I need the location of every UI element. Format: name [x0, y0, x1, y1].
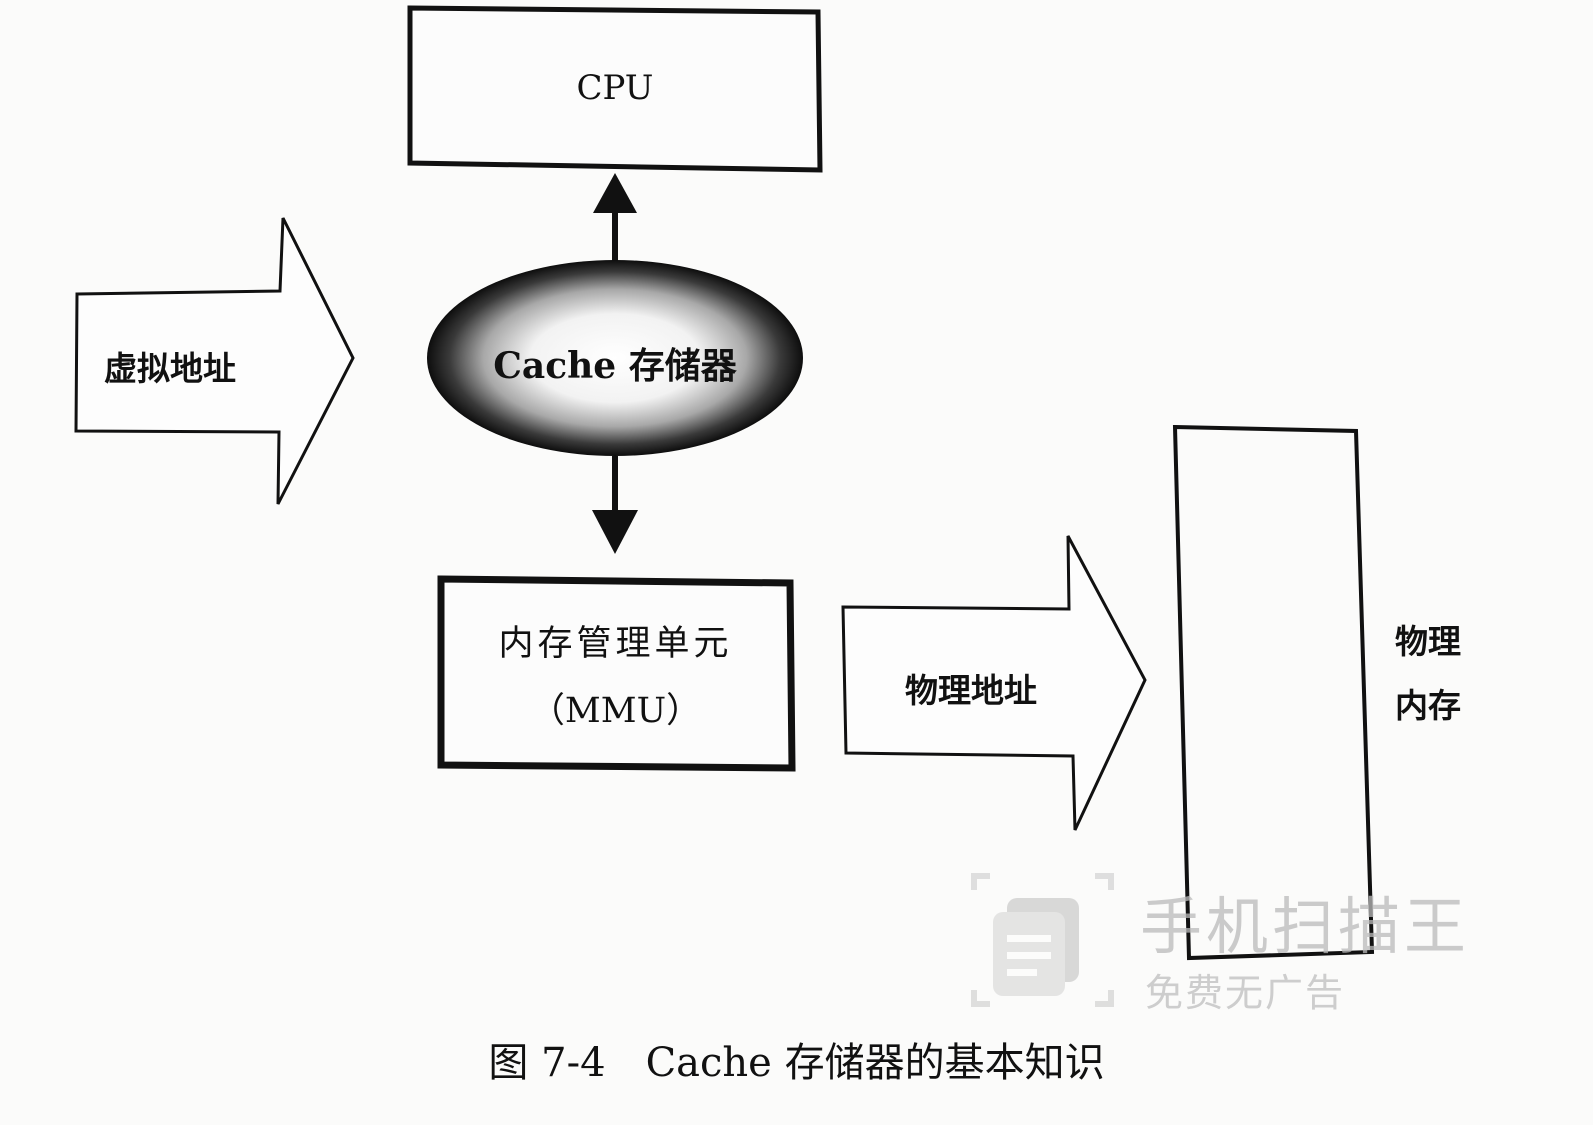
physical-memory-label-line2: 内存 — [1395, 686, 1461, 725]
cache-ellipse — [427, 260, 803, 456]
watermark-subtitle: 免费无广告 — [1145, 971, 1346, 1015]
physical-address-label: 物理地址 — [905, 671, 1037, 710]
physical-memory-label-line1: 物理 — [1395, 622, 1461, 661]
virtual-address-label: 虚拟地址 — [104, 349, 236, 388]
cpu-cache-arrow — [593, 173, 637, 268]
physical-address-arrow — [841, 535, 1147, 831]
physical-memory-box — [1172, 424, 1375, 961]
figure-caption: 图 7-4 Cache 存储器的基本知识 — [0, 1030, 1593, 1088]
physical-memory-label: 物理 内存 — [1395, 610, 1475, 738]
cpu-box — [407, 5, 823, 173]
figure-number: 图 7-4 — [488, 1040, 606, 1086]
cache-label: Cache 存储器 — [493, 345, 737, 387]
watermark-logo-icon — [971, 873, 1114, 1007]
virtual-address-arrow — [74, 217, 355, 505]
watermark-title: 手机扫描王 — [1140, 890, 1471, 963]
mmu-box — [437, 575, 796, 772]
cache-mmu-arrow — [592, 456, 638, 554]
mmu-abbrev-label: （MMU） — [529, 691, 702, 731]
mmu-label: 内存管理单元 — [498, 624, 733, 664]
cpu-label: CPU — [576, 68, 654, 108]
figure-caption-text: Cache 存储器的基本知识 — [645, 1040, 1105, 1086]
